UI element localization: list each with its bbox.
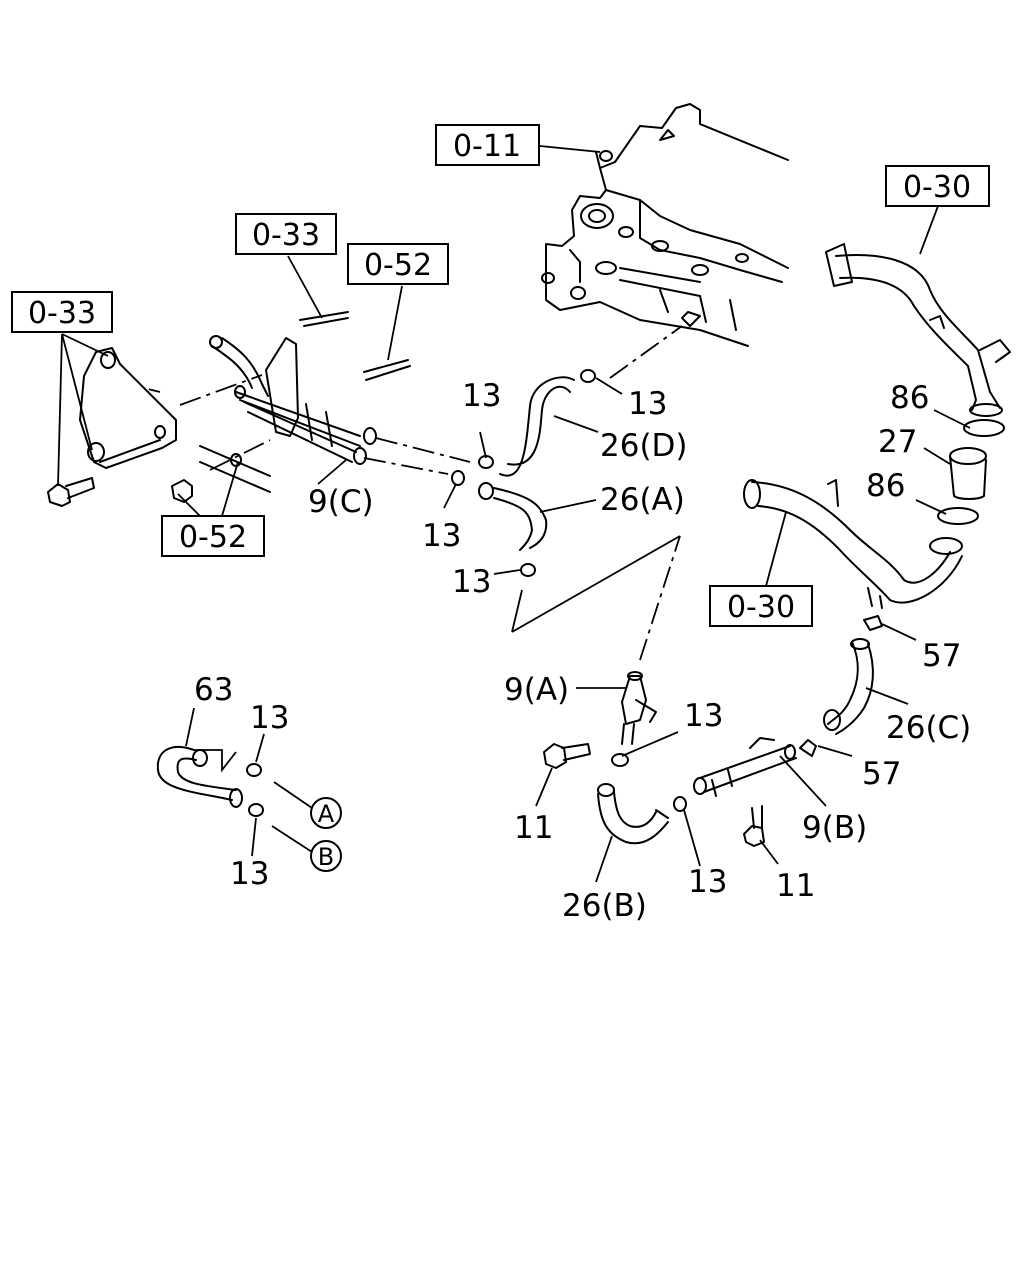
part-label-13: 13 <box>250 700 289 736</box>
part-label-11: 11 <box>514 810 553 846</box>
part-label-27: 27 <box>878 424 917 460</box>
ref-label-0-52-bottom: 0-52 <box>179 520 247 555</box>
upper-right-pipe-drawing <box>825 243 1011 525</box>
ref-box-0-33-top: 0-33 <box>235 213 337 255</box>
part-label-26d: 26(D) <box>600 428 688 464</box>
hose-63-drawing <box>156 745 264 817</box>
ref-box-0-33-left: 0-33 <box>11 291 113 333</box>
part-label-26b: 26(B) <box>562 888 647 924</box>
part-label-26a: 26(A) <box>600 482 685 518</box>
ref-box-0-52-bottom: 0-52 <box>161 515 265 557</box>
part-label-63: 63 <box>194 672 233 708</box>
ref-label-0-52-top: 0-52 <box>364 248 432 283</box>
part-label-57: 57 <box>922 638 961 674</box>
part-label-57: 57 <box>862 756 901 792</box>
ref-box-0-11: 0-11 <box>435 124 540 166</box>
part-label-11: 11 <box>776 868 815 904</box>
part-label-13: 13 <box>628 386 667 422</box>
part-label-86: 86 <box>890 380 929 416</box>
ref-box-0-52-top: 0-52 <box>347 243 449 285</box>
part-label-86: 86 <box>866 468 905 504</box>
marker-a: A <box>310 797 342 829</box>
leader-lines <box>57 145 971 883</box>
pipe-9c-drawing <box>209 311 411 465</box>
part-label-13: 13 <box>230 856 269 892</box>
part-label-13: 13 <box>422 518 461 554</box>
ref-label-0-11: 0-11 <box>453 129 521 164</box>
part-label-13: 13 <box>452 564 491 600</box>
marker-b-label: B <box>318 843 334 871</box>
ref-box-0-30-top: 0-30 <box>885 165 990 207</box>
ref-label-0-30-top: 0-30 <box>903 170 971 205</box>
engine-block-drawing <box>541 103 789 347</box>
part-label-13: 13 <box>462 378 501 414</box>
lower-center-pipes-drawing <box>543 671 797 847</box>
part-label-13: 13 <box>684 698 723 734</box>
ref-box-0-30-mid: 0-30 <box>709 585 813 627</box>
part-labels: 13 13 26(D) 26(A) 9(C) 13 13 86 27 86 57… <box>194 378 971 924</box>
part-label-9c: 9(C) <box>308 484 374 520</box>
ref-label-0-33-left: 0-33 <box>28 296 96 331</box>
part-label-13: 13 <box>688 864 727 900</box>
left-bracket-drawing <box>47 347 271 507</box>
part-label-26c: 26(C) <box>886 710 971 746</box>
part-label-9b: 9(B) <box>802 810 867 846</box>
marker-a-label: A <box>318 800 335 828</box>
ref-label-0-33-top: 0-33 <box>252 218 320 253</box>
marker-b: B <box>310 840 342 872</box>
part-label-9a: 9(A) <box>504 672 569 708</box>
ref-label-0-30-mid: 0-30 <box>727 590 795 625</box>
lower-right-pipe-drawing <box>743 479 963 757</box>
